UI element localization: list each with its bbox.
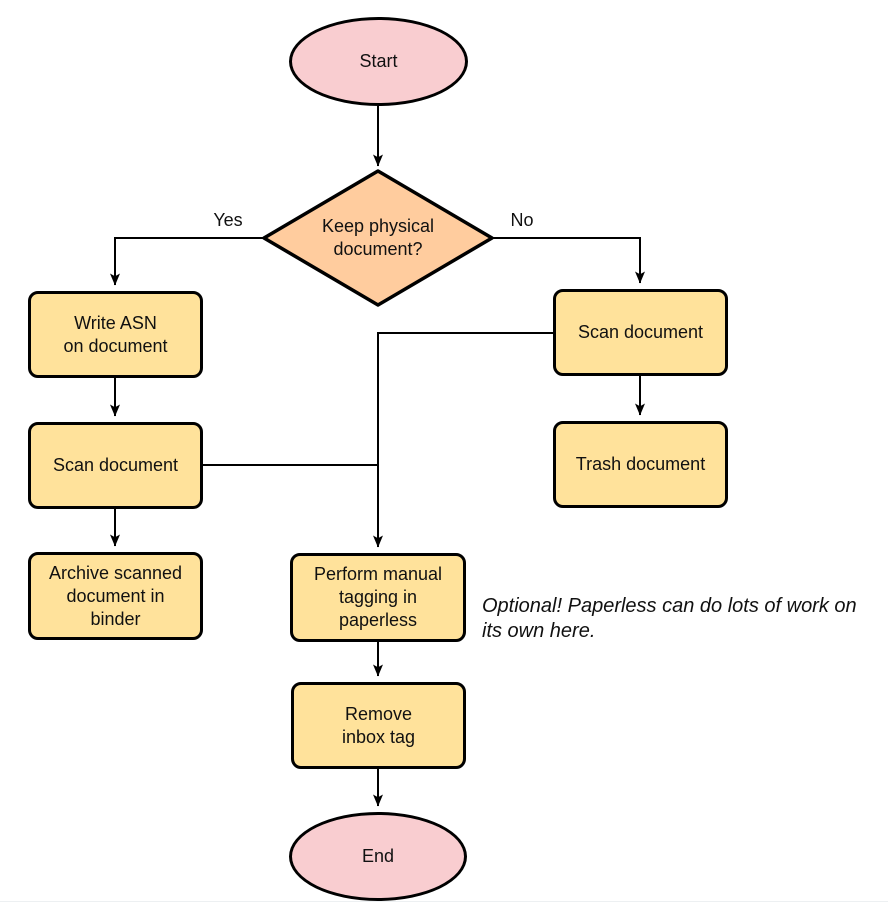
node-manual-tagging: Perform manual tagging in paperless: [290, 553, 466, 642]
node-scan-document-right: Scan document: [553, 289, 728, 376]
edge-decision-yes-to-write-asn: [110, 237, 264, 286]
node-scan-document-left: Scan document: [28, 422, 203, 509]
node-start: Start: [289, 17, 468, 106]
node-remove-inbox-tag: Remove inbox tag: [291, 682, 466, 769]
edge-label-no: No: [510, 210, 534, 230]
node-trash-document: Trash document: [553, 421, 728, 508]
optional-note: Optional! Paperless can do lots of work …: [482, 595, 857, 642]
node-write-asn: Write ASN on document: [28, 291, 203, 378]
edge-decision-no-to-scan-right: [492, 237, 645, 284]
decision-diamond-shape: [262, 169, 494, 307]
edge-scan-right-to-tagging: [373, 332, 553, 548]
node-archive-binder: Archive scanned document in binder: [28, 552, 203, 640]
bottom-page-divider: [0, 901, 888, 902]
node-end: End: [289, 812, 467, 901]
edge-label-yes: Yes: [213, 210, 243, 230]
node-decision-label: Keep physical document?: [321, 216, 435, 259]
